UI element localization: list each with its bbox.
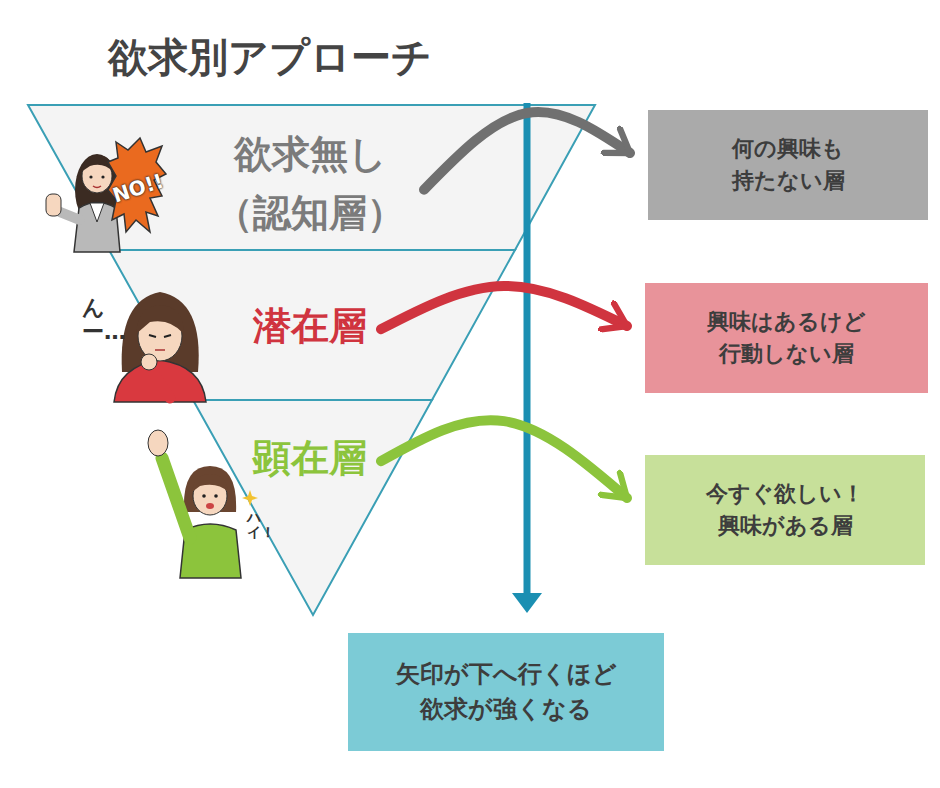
- band-outline: [28, 105, 595, 250]
- shout-text: NO!!: [110, 169, 167, 208]
- box-text: 矢印が下へ行くほど 欲求が強くなる: [388, 657, 624, 727]
- band-label: 顕在層: [253, 434, 367, 483]
- band-text-holder: 欲求無し （認知層）: [210, 125, 410, 243]
- strength-arrow-head: [512, 593, 542, 613]
- band-label: 潜在層: [253, 302, 367, 351]
- note-box: 何の興味も 持たない層: [648, 110, 928, 220]
- note-box: 今すぐ欲しい！ 興味がある層: [645, 455, 925, 565]
- band-text-holder: 潜在層: [230, 302, 390, 351]
- band-outline: [109, 250, 515, 400]
- band-shape: [193, 400, 432, 615]
- latent-band: 潜在層: [109, 250, 515, 400]
- reply-text: ハイ！: [247, 510, 261, 541]
- caption-box: 矢印が下へ行くほど 欲求が強くなる: [348, 633, 664, 751]
- strength-arrow: [524, 103, 531, 596]
- box-text: 何の興味も 持たない層: [727, 133, 849, 197]
- murmur-text: んー…: [82, 296, 104, 344]
- box-text: 今すぐ欲しい！ 興味がある層: [701, 478, 869, 542]
- box-text: 興味はあるけど 行動しない層: [703, 306, 871, 370]
- band-outline: [193, 400, 432, 615]
- curved-arrow: [381, 420, 627, 498]
- awareness-band: 欲求無し （認知層）: [28, 105, 595, 250]
- note-box: 興味はあるけど 行動しない層: [645, 283, 928, 393]
- band-text-holder: 顕在層: [230, 434, 390, 483]
- manifest-band: 顕在層: [193, 400, 432, 615]
- band-label: 欲求無し （認知層）: [210, 125, 410, 243]
- diagram-title: 欲求別アプローチ: [108, 30, 432, 85]
